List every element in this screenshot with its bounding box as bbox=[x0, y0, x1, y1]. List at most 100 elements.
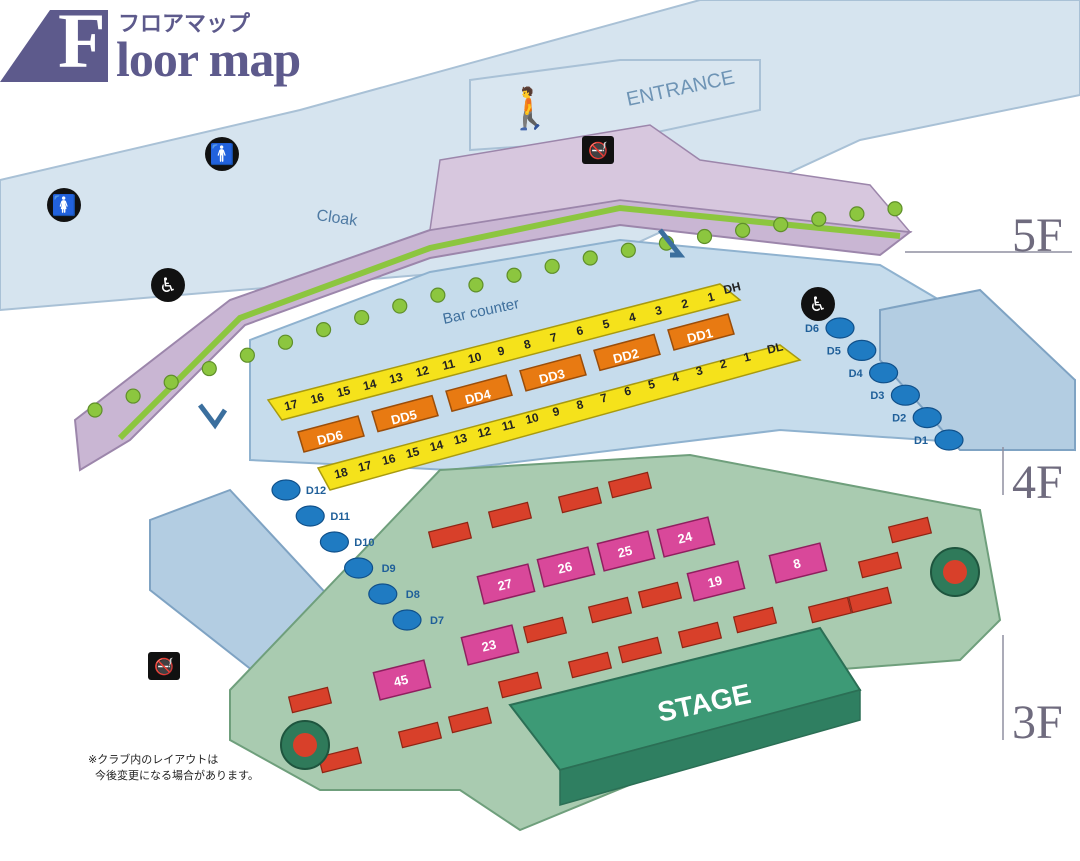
table-red bbox=[447, 706, 493, 734]
d-box-label: D9 bbox=[382, 563, 396, 575]
table-red bbox=[522, 616, 568, 644]
title-initial: F bbox=[58, 0, 106, 84]
note-line-2: 今後変更になる場合があります。 bbox=[95, 769, 259, 782]
seat-number-dl: 4 bbox=[670, 370, 680, 385]
d-box bbox=[890, 384, 921, 406]
table-pink-label: 27 bbox=[496, 576, 514, 594]
d-box bbox=[271, 479, 301, 501]
round-sofa-table bbox=[943, 560, 967, 584]
row-label-dl: DL bbox=[766, 339, 785, 356]
seat-number-dl: 12 bbox=[476, 424, 493, 441]
no-smoking-icon-glyph: 🚭 bbox=[588, 141, 608, 160]
table-red bbox=[287, 686, 333, 714]
dd-box bbox=[297, 415, 365, 453]
seat-number-dl: 8 bbox=[575, 397, 585, 412]
seat-row-dh bbox=[266, 283, 742, 421]
stage-front bbox=[559, 689, 861, 806]
bar-table bbox=[468, 277, 484, 293]
seat-number-dl: 7 bbox=[599, 390, 609, 405]
wheelchair-icon bbox=[151, 268, 185, 302]
d-box bbox=[825, 317, 855, 339]
table-red bbox=[427, 521, 473, 549]
female-restroom-icon bbox=[47, 188, 81, 222]
table-pink bbox=[372, 659, 432, 701]
floor-label-3f: 3F bbox=[1012, 696, 1063, 749]
bar-table bbox=[201, 360, 217, 377]
dd-box-label: DD5 bbox=[389, 407, 418, 428]
seat-number-dl: 5 bbox=[647, 377, 657, 392]
d-box-label: D11 bbox=[330, 511, 350, 523]
table-red bbox=[887, 516, 933, 544]
seat-number-dl: 15 bbox=[405, 444, 422, 461]
table-red bbox=[807, 596, 853, 624]
seat-number-dl: 11 bbox=[500, 417, 516, 434]
dd-box-label: DD1 bbox=[685, 325, 714, 346]
dd-box-label: DD3 bbox=[537, 366, 566, 387]
bar-table bbox=[620, 242, 636, 258]
seat-number-dh: 16 bbox=[309, 390, 326, 407]
wheelchair-icon-glyph: ♿ bbox=[159, 273, 177, 297]
dd-box-label: DD2 bbox=[611, 346, 640, 367]
table-red bbox=[487, 501, 533, 529]
table-pink-label: 8 bbox=[792, 555, 803, 571]
seat-number-dh: 8 bbox=[522, 337, 532, 352]
seat-number-dl: 18 bbox=[333, 465, 350, 482]
table-pink bbox=[686, 560, 746, 602]
entrance-corridor bbox=[469, 59, 761, 152]
bar-table bbox=[696, 228, 713, 245]
table-red bbox=[397, 721, 443, 749]
seat-number-dh: 1 bbox=[706, 289, 716, 304]
cloak-label: Cloak bbox=[315, 207, 359, 230]
d-box-label: D4 bbox=[849, 368, 864, 380]
seat-number-dh: 9 bbox=[496, 343, 506, 358]
table-pink bbox=[656, 516, 716, 558]
table-red bbox=[497, 671, 543, 699]
bar-table bbox=[239, 347, 255, 363]
seat-number-dh: 4 bbox=[627, 310, 637, 325]
table-pink-label: 25 bbox=[616, 543, 634, 561]
seat-number-dh: 13 bbox=[388, 370, 405, 387]
table-pink-label: 23 bbox=[480, 637, 498, 655]
table-red bbox=[607, 471, 653, 499]
dd-box-label: DD4 bbox=[463, 386, 493, 407]
d-box bbox=[847, 339, 877, 361]
table-red bbox=[567, 651, 613, 679]
seat-number-dl: 9 bbox=[551, 404, 561, 419]
bar-table bbox=[849, 206, 865, 222]
title-block: F フロアマップ loor map bbox=[0, 0, 320, 100]
wheelchair-icon-glyph: ♿ bbox=[809, 292, 827, 316]
seat-row-dl bbox=[316, 344, 802, 491]
table-red bbox=[847, 586, 893, 614]
bar-table bbox=[163, 374, 179, 390]
seat-number-dh: 3 bbox=[654, 303, 664, 318]
seat-number-dl: 6 bbox=[623, 384, 633, 399]
bar-table bbox=[582, 250, 598, 266]
seat-number-dh: 6 bbox=[575, 323, 585, 338]
seat-number-dl: 1 bbox=[742, 349, 752, 364]
d-box bbox=[868, 362, 899, 384]
d-box bbox=[934, 429, 964, 451]
bar-table bbox=[773, 216, 789, 233]
d-box-label: D5 bbox=[827, 345, 841, 357]
direction-arrow bbox=[658, 228, 686, 258]
table-pink bbox=[460, 624, 520, 666]
title-english: loor map bbox=[116, 31, 301, 87]
bar-table bbox=[887, 201, 903, 217]
table-red bbox=[317, 746, 363, 774]
greenery-rail-5f bbox=[117, 204, 901, 441]
d-box bbox=[368, 583, 398, 605]
seat-number-dh: 5 bbox=[601, 316, 611, 331]
note-line-1: ※クラブ内のレイアウトは bbox=[88, 753, 219, 766]
floor-label-4f: 4F bbox=[1012, 456, 1063, 509]
no-smoking-icon-glyph: 🚭 bbox=[154, 657, 174, 676]
bar-table bbox=[544, 258, 560, 274]
seat-number-dh: 2 bbox=[680, 296, 690, 311]
d-box-label: D12 bbox=[306, 485, 326, 497]
table-pink bbox=[476, 563, 536, 605]
no-smoking-icon bbox=[582, 136, 614, 164]
title-japanese: フロアマップ bbox=[118, 12, 251, 37]
d-box-label: D7 bbox=[430, 615, 444, 627]
table-pink bbox=[536, 546, 596, 588]
dd-box bbox=[371, 394, 439, 433]
